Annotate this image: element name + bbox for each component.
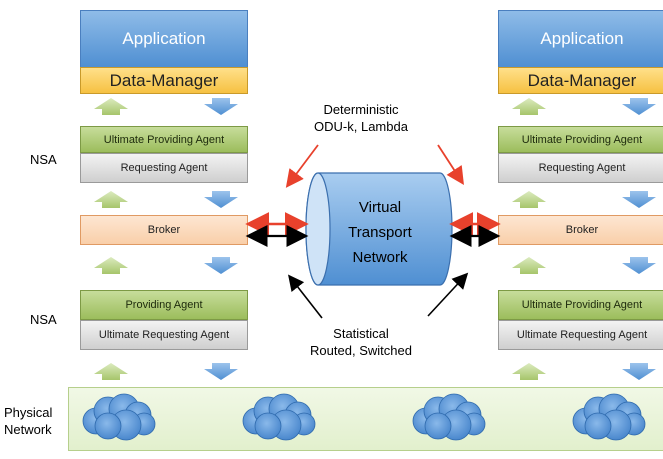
left-application-box: Application [80, 10, 248, 67]
nsa-lower-label: NSA [30, 312, 57, 327]
statistical-line2: Routed, Switched [310, 343, 412, 358]
left-data-manager-box: Data-Manager [80, 67, 248, 94]
left-lower-agent-label: Providing Agent [125, 299, 203, 311]
virtual-transport-network-cylinder: Virtual Transport Network [305, 172, 453, 286]
up-block-arrow [94, 257, 128, 274]
down-block-arrow [622, 257, 656, 274]
right-lower-agent-label: Ultimate Providing Agent [521, 299, 643, 311]
left-upper-requester-label: Requesting Agent [120, 162, 208, 174]
physical-network-label: Physical Network [4, 404, 64, 438]
left-lower-agent-box: Providing Agent [80, 290, 248, 320]
left-upper-requester-box: Requesting Agent [80, 153, 248, 183]
right-data-manager-label: Data-Manager [527, 70, 637, 90]
down-block-arrow [204, 363, 238, 380]
up-block-arrow [94, 191, 128, 208]
right-application-label: Application [540, 29, 624, 48]
cylinder-line3: Network [352, 249, 408, 266]
clouds-group [82, 393, 646, 441]
right-upper-requester-box: Requesting Agent [498, 153, 663, 183]
stack-arrows [94, 98, 656, 380]
statistical-right-pointer [427, 272, 469, 317]
left-broker-label: Broker [147, 224, 181, 236]
right-upper-agent-box: Ultimate Providing Agent [498, 126, 663, 153]
cylinder-line2: Transport [348, 224, 412, 241]
up-block-arrow [512, 257, 546, 274]
right-broker-label: Broker [565, 224, 599, 236]
deterministic-line1: Deterministic [323, 102, 399, 117]
cylinder-line1: Virtual [359, 199, 401, 216]
deterministic-line2: ODU-k, Lambda [314, 119, 408, 134]
left-upper-agent-label: Ultimate Providing Agent [103, 133, 225, 146]
right-lower-requester-label: Ultimate Requesting Agent [516, 329, 648, 341]
right-broker-box: Broker [498, 215, 663, 245]
right-lower-agent-box: Ultimate Providing Agent [498, 290, 663, 320]
cloud-icon [242, 393, 316, 441]
right-upper-agent-label: Ultimate Providing Agent [521, 133, 643, 146]
left-broker-box: Broker [80, 215, 248, 245]
up-block-arrow [512, 98, 546, 115]
down-block-arrow [622, 191, 656, 208]
cloud-icon [82, 393, 156, 441]
physical-network-band [68, 387, 663, 451]
deterministic-caption: Deterministic ODU-k, Lambda [296, 101, 426, 135]
down-block-arrow [622, 98, 656, 115]
right-data-manager-box: Data-Manager [498, 67, 663, 94]
left-upper-agent-box: Ultimate Providing Agent [80, 126, 248, 153]
up-block-arrow [512, 363, 546, 380]
cloud-icon [572, 393, 646, 441]
up-block-arrow [94, 98, 128, 115]
left-application-label: Application [122, 29, 206, 48]
right-lower-requester-box: Ultimate Requesting Agent [498, 320, 663, 350]
up-block-arrow [512, 191, 546, 208]
statistical-left-pointer [288, 274, 323, 319]
physical-label-line2: Network [4, 422, 52, 437]
left-lower-requester-label: Ultimate Requesting Agent [98, 329, 230, 341]
statistical-line1: Statistical [333, 326, 389, 341]
physical-label-line1: Physical [4, 405, 53, 420]
right-application-box: Application [498, 10, 663, 67]
cloud-icon [412, 393, 486, 441]
down-block-arrow [204, 98, 238, 115]
nsa-upper-label: NSA [30, 152, 57, 167]
up-block-arrow [94, 363, 128, 380]
left-data-manager-label: Data-Manager [109, 70, 219, 90]
down-block-arrow [622, 363, 656, 380]
deterministic-right-pointer [437, 144, 464, 186]
statistical-caption: Statistical Routed, Switched [291, 325, 431, 359]
down-block-arrow [204, 191, 238, 208]
down-block-arrow [204, 257, 238, 274]
deterministic-left-pointer [285, 144, 319, 188]
left-lower-requester-box: Ultimate Requesting Agent [80, 320, 248, 350]
right-upper-requester-label: Requesting Agent [538, 162, 626, 174]
